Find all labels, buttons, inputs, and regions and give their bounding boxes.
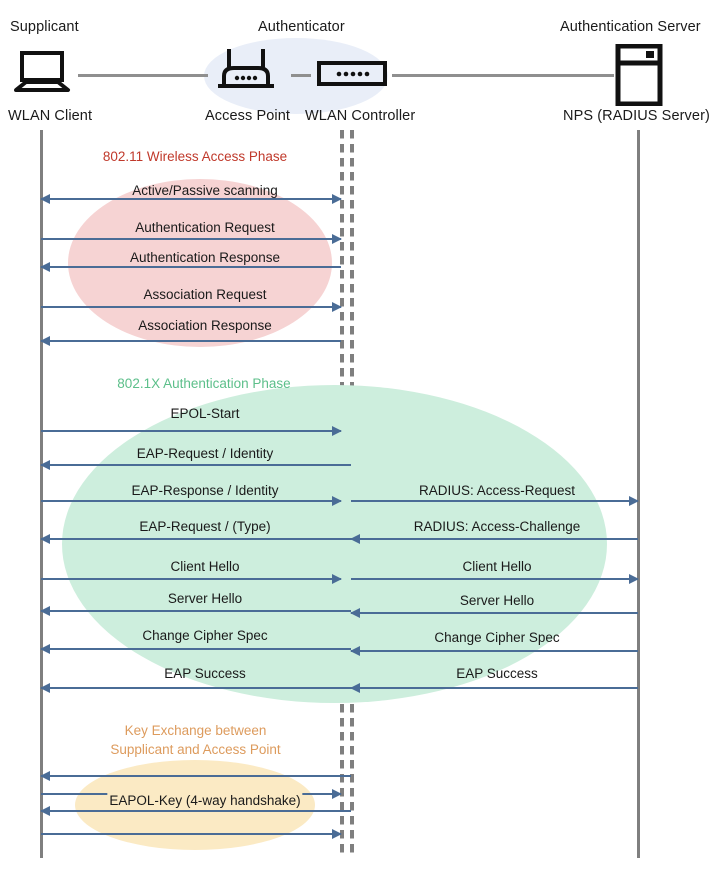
message-label-authentication-request: Authentication Request [135, 220, 275, 235]
phase-label-dot1x-authentication: 802.1X Authentication Phase [117, 376, 291, 391]
message-label-eap-success-right: EAP Success [456, 666, 538, 681]
actor-role-supplicant: Supplicant [10, 19, 79, 35]
lifeline-authentication-server [637, 130, 640, 858]
actor-device-wlan-controller: WLAN Controller [305, 108, 416, 124]
message-label-client-hello-left: Client Hello [170, 559, 240, 574]
wireless-router-icon [218, 49, 274, 88]
message-label-association-response: Association Response [138, 318, 272, 333]
server-tower-icon [615, 44, 663, 106]
message-label-server-hello-right: Server Hello [459, 593, 535, 608]
message-label-eap-request-type: EAP-Request / (Type) [139, 519, 271, 534]
message-label-authentication-response: Authentication Response [129, 250, 281, 265]
message-label-change-cipher-spec-right: Change Cipher Spec [434, 630, 560, 645]
message-label-epol-start: EPOL-Start [170, 406, 240, 421]
network-switch-icon [317, 61, 387, 86]
phase-label-wireless-access: 802.11 Wireless Access Phase [102, 149, 288, 164]
message-label-eap-success-left: EAP Success [164, 666, 246, 681]
wire-ap-to-controller [291, 74, 311, 77]
actor-role-authentication-server: Authentication Server [560, 19, 701, 35]
message-label-radius-access-request: RADIUS: Access-Request [418, 483, 576, 498]
message-label-client-hello-right: Client Hello [462, 559, 532, 574]
actor-device-wlan-client: WLAN Client [8, 108, 93, 124]
message-label-server-hello-left: Server Hello [167, 591, 243, 606]
message-label-eapol-key-4-way-handshake: EAPOL-Key (4-way handshake) [107, 793, 303, 808]
actor-device-nps-radius: NPS (RADIUS Server) [563, 108, 710, 124]
message-label-eap-response-identity: EAP-Response / Identity [131, 483, 279, 498]
message-label-change-cipher-spec-left: Change Cipher Spec [142, 628, 268, 643]
actor-role-authenticator: Authenticator [258, 19, 345, 35]
wire-controller-to-server [392, 74, 614, 77]
laptop-icon [14, 51, 70, 92]
message-label-eap-request-identity: EAP-Request / Identity [136, 446, 274, 461]
wire-client-to-ap [78, 74, 208, 77]
phase-label-key-exchange-line2: Supplicant and Access Point [110, 742, 281, 757]
phase-ellipse-wireless-access [68, 179, 332, 347]
phase-label-key-exchange-line1: Key Exchange between [124, 723, 267, 738]
message-label-association-request: Association Request [143, 287, 267, 302]
lifeline-supplicant [40, 130, 43, 858]
actor-device-access-point: Access Point [205, 108, 291, 124]
message-label-active-passive-scanning: Active/Passive scanning [132, 183, 278, 198]
message-label-radius-access-challenge: RADIUS: Access-Challenge [413, 519, 581, 534]
